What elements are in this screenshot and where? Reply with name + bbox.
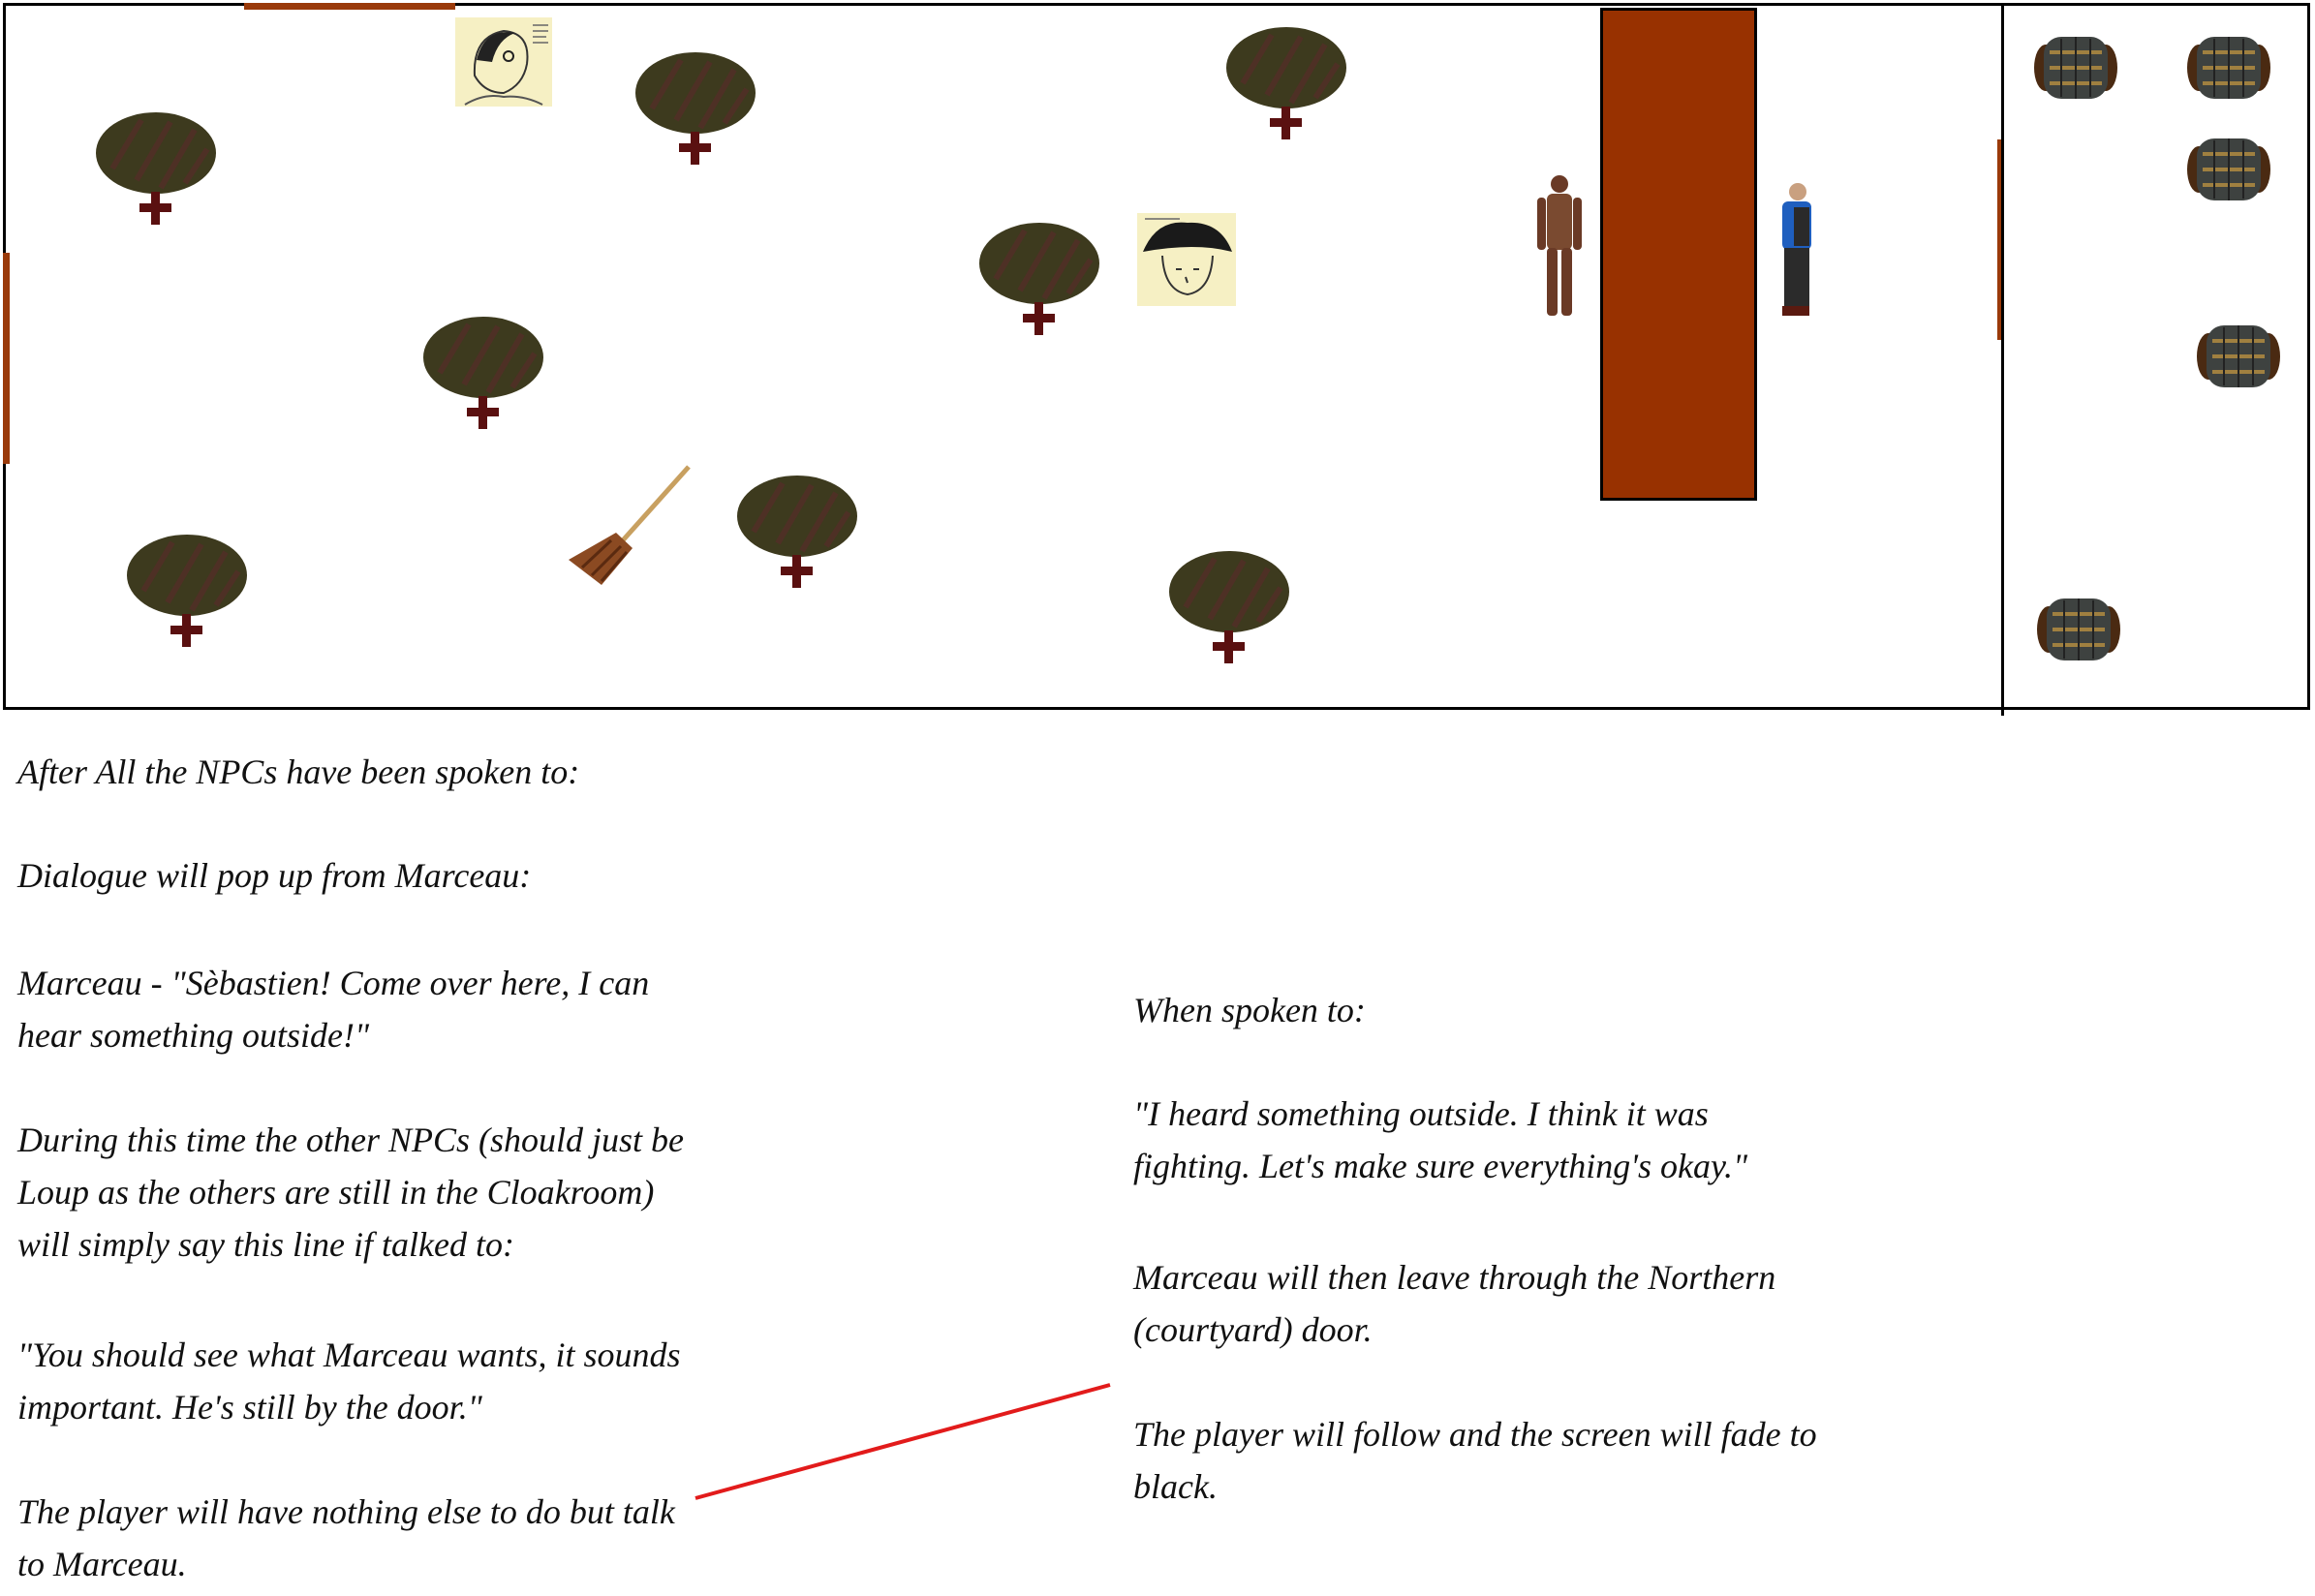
north-door bbox=[244, 3, 455, 10]
barrel-icon bbox=[2187, 37, 2270, 99]
note-player-action: The player will have nothing else to do … bbox=[17, 1492, 675, 1583]
portrait-sketch-icon bbox=[1137, 213, 1236, 306]
round-table-icon bbox=[127, 535, 247, 647]
room-map bbox=[3, 3, 2310, 716]
note-when-spoken: When spoken to: bbox=[1133, 991, 1366, 1029]
barrel-icon bbox=[2197, 325, 2280, 387]
round-table-icon bbox=[979, 223, 1099, 335]
character-sprite-icon bbox=[1782, 183, 1811, 316]
west-door bbox=[3, 253, 10, 464]
barrel-icon bbox=[2037, 598, 2120, 660]
round-table-icon bbox=[1226, 27, 1346, 139]
round-table-icon bbox=[737, 476, 857, 588]
round-table-icon bbox=[423, 317, 543, 429]
note-other-npcs: During this time the other NPCs (should … bbox=[17, 1120, 684, 1264]
note-fade-out: The player will follow and the screen wi… bbox=[1133, 1415, 1817, 1506]
round-table-icon bbox=[96, 112, 216, 225]
note-loup-line: "You should see what Marceau wants, it s… bbox=[17, 1335, 681, 1427]
note-marceau-leaves: Marceau will then leave through the Nort… bbox=[1133, 1258, 1776, 1349]
character-sprite-icon bbox=[1537, 175, 1582, 316]
note-marceau-line: Marceau - "Sèbastien! Come over here, I … bbox=[17, 964, 650, 1055]
portrait-sketch-icon bbox=[455, 17, 552, 107]
east-door bbox=[1997, 139, 2004, 340]
note-trigger: After All the NPCs have been spoken to: bbox=[17, 752, 580, 791]
round-table-icon bbox=[635, 52, 756, 165]
barrel-icon bbox=[2187, 138, 2270, 200]
storage-divider bbox=[2001, 6, 2004, 716]
round-table-icon bbox=[1169, 551, 1289, 663]
bar-counter bbox=[1600, 8, 1757, 501]
barrel-icon bbox=[2034, 37, 2117, 99]
note-marceau-reply: "I heard something outside. I think it w… bbox=[1133, 1094, 1748, 1185]
note-dialogue-intro: Dialogue will pop up from Marceau: bbox=[17, 856, 532, 895]
broom-icon bbox=[569, 465, 691, 585]
